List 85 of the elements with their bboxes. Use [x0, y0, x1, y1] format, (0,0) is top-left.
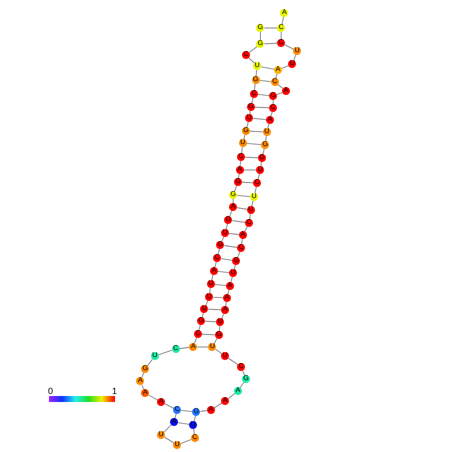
backbone-line	[228, 393, 236, 399]
base-pair-line	[224, 245, 238, 248]
base-pair-line	[258, 94, 270, 96]
backbone-line	[229, 210, 232, 217]
backbone-line	[265, 136, 267, 142]
backbone-line	[244, 226, 248, 232]
backbone-line	[228, 358, 238, 366]
backbone-line	[270, 111, 273, 117]
backbone-line	[193, 428, 195, 434]
base-pair-line	[264, 42, 278, 44]
base-pair-line	[259, 80, 272, 82]
backbone-line	[293, 54, 296, 61]
backbone-line	[180, 439, 192, 444]
backbone-line	[254, 186, 257, 194]
base-pair-line	[252, 118, 266, 120]
base-pair-line	[246, 142, 262, 146]
base-pair-line	[260, 66, 274, 70]
backbone-line	[200, 410, 208, 412]
backbone-line	[194, 415, 196, 422]
backbone-line	[251, 97, 254, 104]
backbone-line	[260, 162, 262, 166]
base-pair-line	[250, 130, 264, 132]
base-pair-line	[254, 106, 270, 108]
backbone-line	[215, 348, 222, 354]
backbone-line	[237, 251, 240, 258]
backbone-line	[260, 32, 261, 40]
backbone-line	[282, 16, 284, 24]
scale-tick-label: 1	[112, 386, 118, 396]
backbone-line	[246, 121, 249, 128]
backbone-line	[249, 110, 251, 114]
base-pair-line	[236, 207, 248, 210]
base-pair-line	[220, 258, 233, 261]
base-pair-line	[208, 308, 222, 310]
backbone-line	[243, 134, 246, 140]
backbone-line	[258, 173, 260, 180]
base-pair-line	[212, 296, 224, 298]
base-pair-line	[218, 271, 230, 273]
base-pair-line	[196, 346, 209, 348]
backbone-line	[275, 73, 278, 79]
backbone-line	[249, 214, 251, 220]
backbone-line	[234, 264, 236, 270]
backbone-line	[209, 288, 211, 294]
backbone-line	[254, 84, 256, 90]
base-pair-line	[204, 320, 217, 322]
base-pair-line	[228, 233, 240, 235]
backbone-line	[179, 347, 190, 349]
backbone-line	[262, 148, 265, 155]
base-pair-line	[214, 284, 226, 286]
backbone-line	[202, 312, 204, 318]
backbone-line	[211, 274, 214, 281]
base-pair-line	[242, 182, 254, 184]
backbone-line	[241, 146, 243, 154]
backbone-line	[276, 92, 283, 95]
scale-tick-label: 0	[48, 386, 54, 396]
base-pair-line	[232, 220, 246, 223]
backbone-line	[158, 350, 172, 356]
base-pair-line	[202, 334, 216, 336]
backbone-line	[198, 324, 201, 331]
backbone-line	[227, 289, 230, 295]
backbone-line	[284, 44, 294, 50]
backbone-line	[148, 394, 158, 400]
backbone-line	[218, 248, 220, 255]
backbone-line	[248, 46, 258, 53]
backbone-line	[214, 402, 222, 408]
backbone-line	[267, 123, 270, 129]
backbone-line	[238, 174, 240, 178]
backbone-line	[214, 261, 217, 268]
backbone-line	[256, 70, 258, 76]
base-pair-line	[178, 422, 190, 425]
base-pair-line	[180, 410, 193, 412]
backbone-line	[164, 424, 172, 433]
backbone-line	[240, 160, 242, 166]
backbone-line	[251, 200, 254, 207]
backbone-line	[241, 238, 243, 244]
backbone-line	[174, 413, 177, 419]
backbone-line	[218, 326, 220, 332]
backbone-line	[225, 302, 227, 306]
backbone-line	[230, 276, 233, 283]
backbone-line	[164, 403, 174, 409]
base-pair-line	[236, 194, 250, 198]
backbone-line	[240, 382, 244, 388]
backbone-line	[164, 436, 174, 444]
backbone-line	[226, 223, 228, 230]
base-pair-line	[244, 156, 258, 158]
backbone-line	[147, 358, 153, 366]
